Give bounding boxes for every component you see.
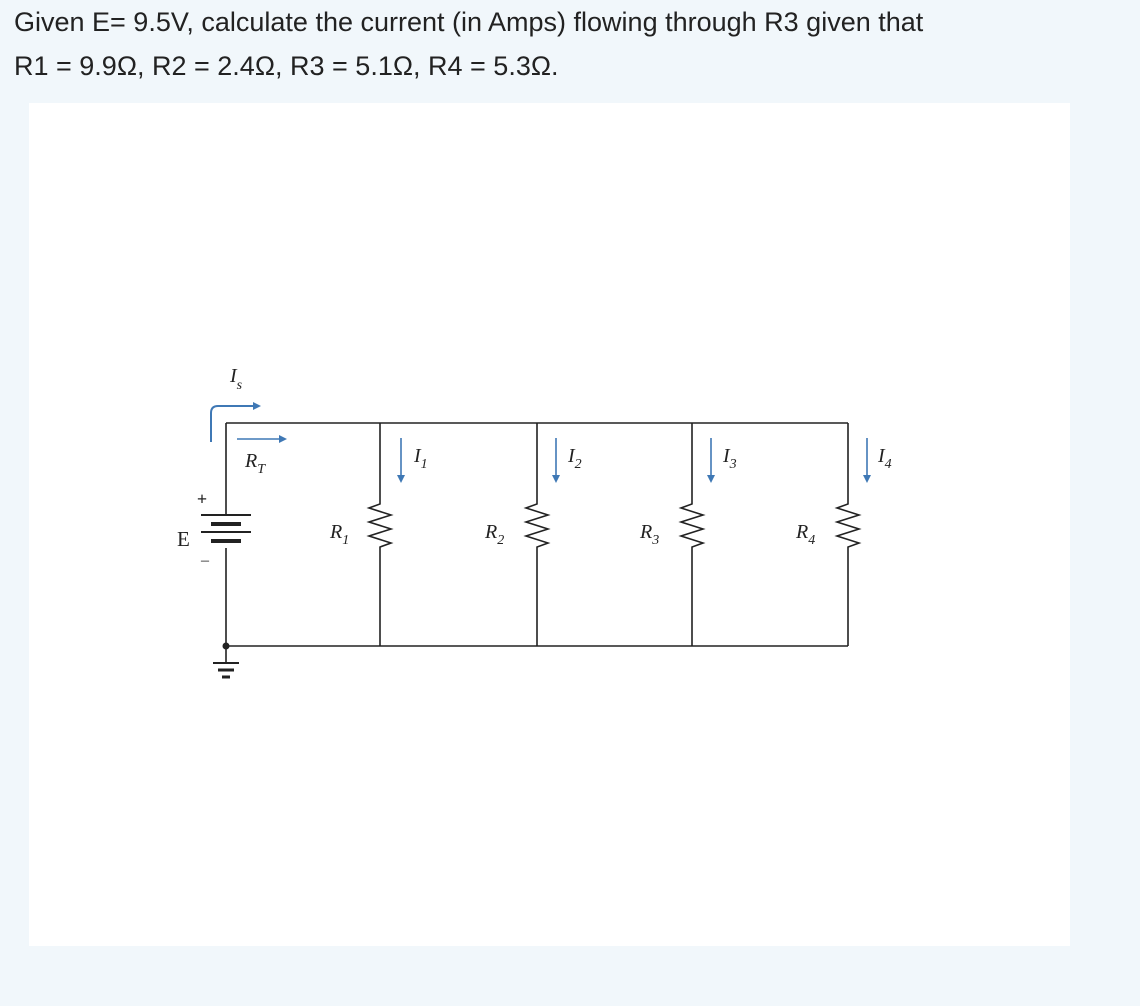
branch-2-current-label: I2 xyxy=(567,445,582,472)
question-line-1: Given E= 9.5V, calculate the current (in… xyxy=(14,7,924,37)
branch-2: I2 R2 xyxy=(484,423,582,646)
resistor-3-symbol xyxy=(678,423,706,646)
branch-3: I3 R3 xyxy=(639,423,737,646)
supply-current-label: Is xyxy=(229,365,243,393)
branch-4: I4 R4 xyxy=(795,423,892,646)
resistor-4-symbol xyxy=(834,423,862,646)
branch-4-current-label: I4 xyxy=(877,445,892,472)
question-text: Given E= 9.5V, calculate the current (in… xyxy=(14,0,1124,88)
supply-current-arrow xyxy=(210,402,261,442)
battery-plus-sign: + xyxy=(197,489,207,509)
circuit-diagram: + – E Is RT I1 R1 I2 R2 xyxy=(177,365,892,679)
circuit-figure: + – E Is RT I1 R1 I2 R2 xyxy=(29,103,1070,946)
resistor-2-label: R2 xyxy=(484,521,504,548)
resistor-3-label: R3 xyxy=(639,521,659,548)
branch-3-current-label: I3 xyxy=(722,445,737,472)
resistor-1-label: R1 xyxy=(329,521,349,548)
resistor-2-symbol xyxy=(523,423,551,646)
ground-symbol xyxy=(213,642,239,679)
branch-1: I1 R1 xyxy=(329,423,428,646)
battery-minus-sign: – xyxy=(200,552,210,569)
resistor-4-label: R4 xyxy=(795,521,815,548)
total-resistance-label: RT xyxy=(244,450,266,477)
branch-1-current-label: I1 xyxy=(413,445,428,472)
source-label: E xyxy=(177,527,190,551)
resistor-1-symbol xyxy=(366,423,394,646)
battery-symbol xyxy=(201,514,251,543)
question-line-2: R1 = 9.9Ω, R2 = 2.4Ω, R3 = 5.1Ω, R4 = 5.… xyxy=(14,51,559,81)
